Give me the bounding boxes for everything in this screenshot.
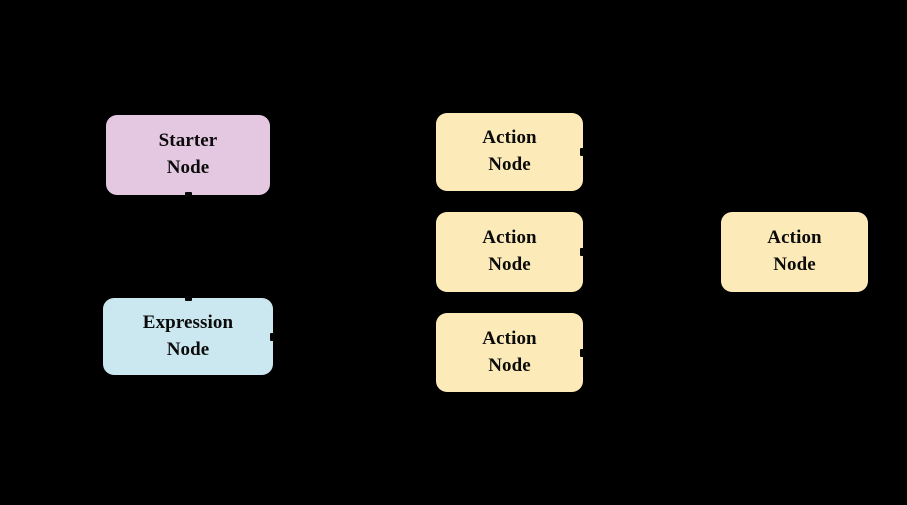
node-label-line1: Action xyxy=(767,227,822,249)
port-right-icon[interactable] xyxy=(580,148,585,156)
node-label-line1: Action xyxy=(482,127,537,149)
edge-expression-to-action-3 xyxy=(272,335,437,354)
node-label-line1: Action xyxy=(482,327,537,349)
node-label-line2: Node xyxy=(488,354,531,376)
node-label-line2: Node xyxy=(773,254,816,275)
node-label-line2: Node xyxy=(488,154,531,175)
port-right-icon[interactable] xyxy=(270,332,275,341)
node-label-line2: Node xyxy=(166,157,210,178)
port-right-icon[interactable] xyxy=(580,348,585,357)
node-action-node-3[interactable]: Action Node xyxy=(436,313,585,392)
node-starter-node[interactable]: Starter Node xyxy=(106,115,270,197)
node-action-node-2[interactable]: Action Node xyxy=(436,212,585,292)
port-bottom-icon[interactable] xyxy=(184,192,192,197)
node-action-node-4[interactable]: Action Node xyxy=(721,212,868,292)
edge-expression-to-action-2 xyxy=(272,251,437,338)
edge-expression-to-action-1 xyxy=(272,151,437,338)
node-label-line2: Node xyxy=(166,338,210,360)
node-label-line2: Node xyxy=(488,254,531,275)
node-label-line1: Action xyxy=(482,227,537,249)
node-label-line1: Starter xyxy=(158,130,218,152)
port-right-icon[interactable] xyxy=(580,248,585,256)
node-label-line1: Expression xyxy=(142,311,234,333)
node-action-node-1[interactable]: Action Node xyxy=(436,113,585,191)
port-top-icon[interactable] xyxy=(184,296,192,301)
node-expression-node[interactable]: Expression Node xyxy=(103,296,275,375)
